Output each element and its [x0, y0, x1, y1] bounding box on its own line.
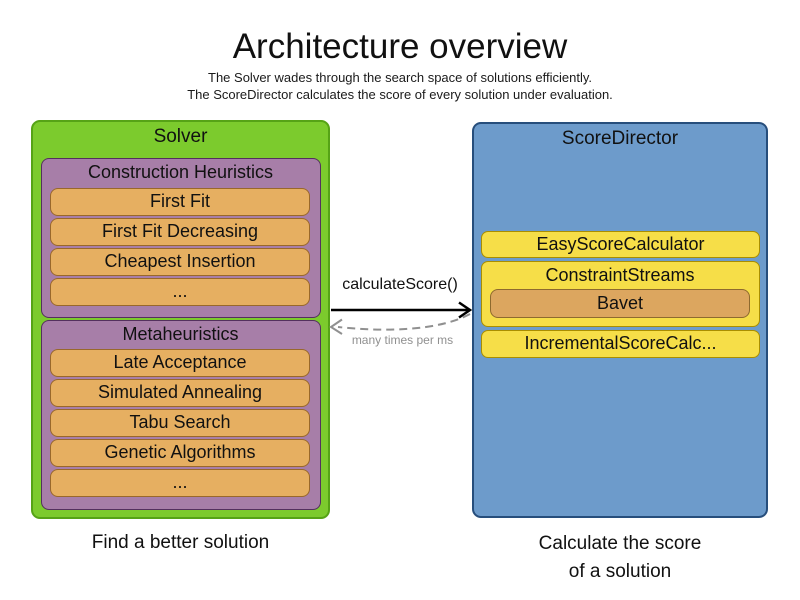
solver-caption: Find a better solution — [91, 532, 270, 553]
arrows-graphic — [329, 301, 473, 335]
construction-heuristics-panel: Construction Heuristics First Fit First … — [41, 158, 321, 318]
heuristic-item: First Fit Decreasing — [50, 218, 310, 246]
score-director-caption: Calculate the score of a solution — [472, 530, 768, 586]
subtitle-line-2: The ScoreDirector calculates the score o… — [187, 87, 613, 102]
metaheuristic-item: Simulated Annealing — [50, 379, 310, 407]
heuristic-item: Cheapest Insertion — [50, 248, 310, 276]
incremental-score-calculator-box: IncrementalScoreCalc... — [481, 330, 760, 358]
score-director-caption-line-2: of a solution — [568, 561, 672, 582]
solver-box: Solver Construction Heuristics First Fit… — [31, 120, 330, 519]
constraint-streams-label: ConstraintStreams — [545, 265, 695, 285]
metaheuristics-panel: Metaheuristics Late Acceptance Simulated… — [41, 320, 321, 510]
many-times-arrowhead — [329, 318, 343, 335]
metaheuristic-item: Late Acceptance — [50, 349, 310, 377]
score-director-caption-line-1: Calculate the score — [538, 533, 702, 554]
metaheuristic-item: Genetic Algorithms — [50, 439, 310, 467]
page-title: Architecture overview — [232, 27, 568, 66]
heuristic-item-ellipsis: ... — [50, 278, 310, 306]
solver-label: Solver — [153, 126, 208, 147]
score-director-label: ScoreDirector — [561, 128, 679, 149]
metaheuristic-item: Tabu Search — [50, 409, 310, 437]
heuristic-item: First Fit — [50, 188, 310, 216]
frequency-label: many times per ms — [351, 333, 454, 347]
subtitle: The Solver wades through the search spac… — [0, 69, 800, 103]
calculate-score-arrowhead — [458, 301, 473, 319]
easy-score-calculator-box: EasyScoreCalculator — [481, 231, 760, 258]
construction-heuristics-label: Construction Heuristics — [87, 162, 274, 182]
metaheuristic-item-ellipsis: ... — [50, 469, 310, 497]
calculate-score-call-label: calculateScore() — [342, 276, 458, 293]
score-director-box: ScoreDirector EasyScoreCalculator Constr… — [472, 122, 768, 518]
bavet-box: Bavet — [490, 289, 750, 318]
subtitle-line-1: The Solver wades through the search spac… — [208, 70, 592, 85]
metaheuristics-label: Metaheuristics — [122, 324, 239, 344]
many-times-arrow-line — [337, 313, 471, 331]
constraint-streams-box: ConstraintStreams Bavet — [481, 261, 760, 327]
